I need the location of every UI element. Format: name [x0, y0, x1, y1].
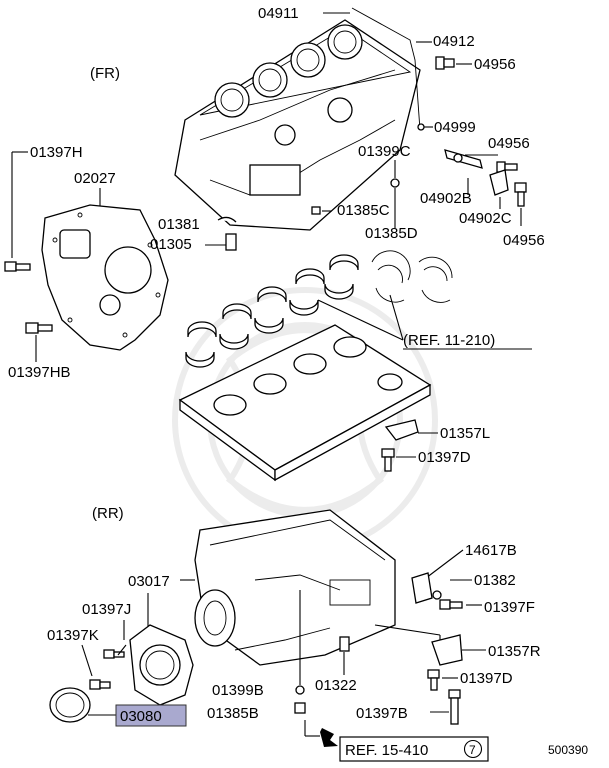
bolt-01397D-top [381, 448, 395, 472]
label-01397D-top: 01397D [418, 449, 471, 466]
label-01381: 01381 [158, 216, 200, 233]
rear-oil-seal-03080 [49, 687, 91, 723]
label-04956-a: 04956 [474, 56, 516, 73]
label-01357R: 01357R [488, 643, 541, 660]
lower-crankcase [178, 324, 432, 482]
bolt-01385B [294, 702, 306, 714]
ref-box-bottom [339, 736, 489, 762]
label-04912: 04912 [433, 33, 475, 50]
bolt-04956-c [514, 182, 527, 207]
ref-circle [463, 739, 483, 759]
bracket-14617B [411, 572, 433, 604]
bracket-04902C [489, 169, 509, 196]
label-01305: 01305 [150, 236, 192, 253]
fitting-01381 [217, 216, 237, 223]
bolt-01397F [439, 599, 463, 610]
label-01397F: 01397F [484, 599, 535, 616]
label-01397H: 01397H [30, 144, 83, 161]
bolt-01385C [311, 206, 321, 215]
plug-01305 [225, 233, 237, 251]
label-04902C: 04902C [459, 210, 512, 227]
ref-circle-number: 7 [469, 743, 476, 757]
label-14617B: 14617B [465, 542, 517, 559]
label-04902B: 04902B [420, 190, 472, 207]
label-04999: 04999 [434, 119, 476, 136]
upper-engine-block [174, 19, 421, 231]
highlight-03080 [115, 704, 187, 727]
label-03080[interactable]: 03080 [120, 708, 162, 725]
bolt-04956-b [496, 161, 518, 173]
diagram-id: 500390 [548, 743, 588, 757]
label-01385C: 01385C [337, 202, 390, 219]
label-03017: 03017 [128, 573, 170, 590]
label-01385B: 01385B [207, 705, 259, 722]
bolt-01397H [4, 261, 31, 272]
label-04956-c: 04956 [503, 232, 545, 249]
bolt-04956-a [435, 56, 455, 70]
label-01397D-bot: 01397D [460, 670, 513, 687]
bolt-01397HB [25, 322, 53, 334]
label-01399B: 01399B [212, 682, 264, 699]
thrust-washers [371, 250, 453, 303]
label-01397J: 01397J [82, 601, 131, 618]
bracket-01357R [431, 634, 463, 666]
rear-engine-block [194, 509, 396, 666]
bolt-01397B [448, 689, 461, 725]
bolt-01397D-bot [427, 669, 440, 691]
label-01382: 01382 [474, 572, 516, 589]
arrow-icon [320, 728, 338, 747]
label-01399C: 01399C [358, 143, 411, 160]
bracket-04902B [444, 149, 483, 169]
main-bearing-shells [185, 254, 359, 368]
label-01397K: 01397K [47, 627, 99, 644]
label-04911: 04911 [258, 5, 299, 22]
label-01385D: 01385D [365, 225, 418, 242]
bracket-01357L [384, 419, 419, 441]
ref-label-top: (REF. 11-210) [403, 332, 495, 349]
label-04956-b: 04956 [488, 135, 530, 152]
ref-label-bottom: REF. 15-410 [345, 742, 428, 759]
timing-cover-plate-02027 [41, 204, 169, 351]
label-02027: 02027 [74, 170, 116, 187]
label-01397HB: 01397HB [8, 364, 71, 381]
rear-section-label: (RR) [92, 505, 124, 522]
label-01357L: 01357L [440, 425, 490, 442]
dowel-01322 [339, 636, 350, 652]
front-section-label: (FR) [90, 65, 120, 82]
label-01322: 01322 [315, 677, 357, 694]
label-01397B: 01397B [356, 705, 408, 722]
oil-seal-case-03017 [129, 624, 194, 706]
bolt-01397K [89, 679, 111, 690]
